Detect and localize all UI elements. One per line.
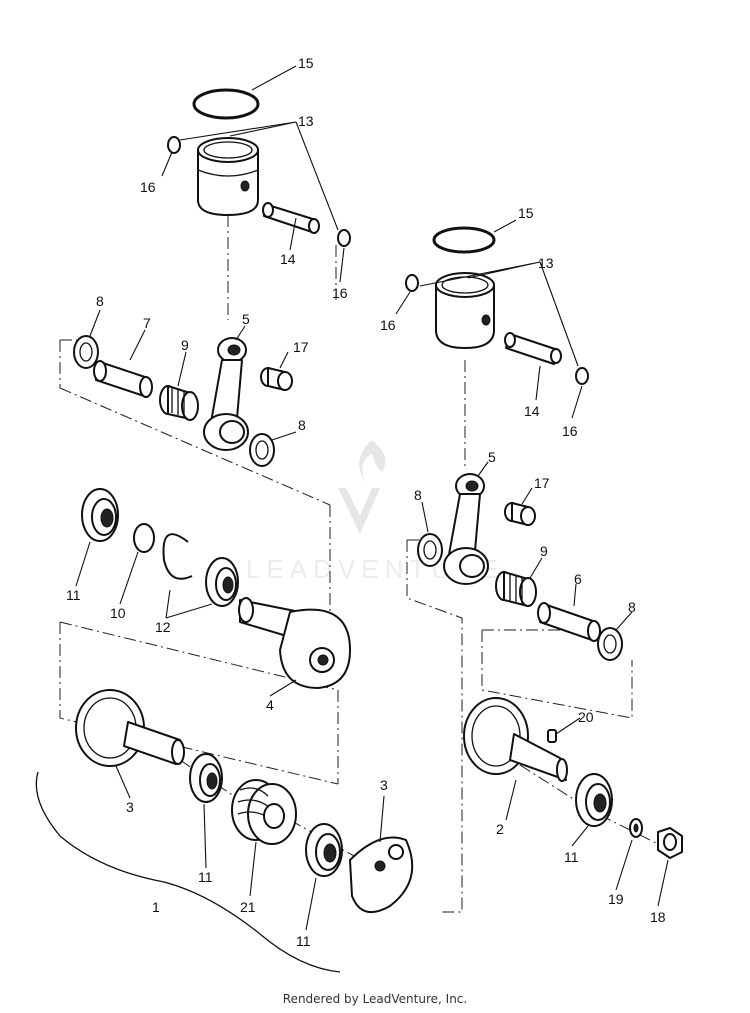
callout-5-right: 5 <box>488 449 496 465</box>
callout-11-right: 11 <box>564 849 579 865</box>
left-crank-half-3b <box>349 836 414 914</box>
callout-3-left-b: 3 <box>380 777 388 793</box>
callout-8-left-a: 8 <box>96 293 104 309</box>
callout-16-left-a: 16 <box>140 179 156 195</box>
left-ring-10 <box>133 523 155 553</box>
callout-20: 20 <box>578 709 594 725</box>
callout-8-left-b: 8 <box>298 417 306 433</box>
watermark-v-icon <box>338 488 380 534</box>
callout-12: 12 <box>155 619 171 635</box>
callout-numbers: 15 13 16 14 16 8 7 5 9 17 8 11 10 12 4 3… <box>66 55 666 949</box>
left-flywheel-3a <box>75 689 185 767</box>
right-nut-18 <box>657 827 683 859</box>
left-piston-clip-b <box>337 229 351 247</box>
left-journal-7 <box>93 360 153 398</box>
callout-7: 7 <box>143 315 151 331</box>
callout-5-left: 5 <box>242 311 250 327</box>
right-seal-8d <box>597 627 623 661</box>
callout-11-left-b: 11 <box>198 869 213 885</box>
callout-2: 2 <box>496 821 504 837</box>
callout-16-left-b: 16 <box>332 285 348 301</box>
left-connecting-rod <box>203 337 249 451</box>
right-bearing-9 <box>495 571 537 607</box>
callout-21: 21 <box>240 899 256 915</box>
right-small-bearing-17 <box>504 502 536 526</box>
left-bearing-11-on-shaft <box>205 557 239 607</box>
right-key-20 <box>547 729 557 743</box>
callout-4: 4 <box>266 697 274 713</box>
callout-15-left: 15 <box>298 55 314 71</box>
left-piston-pin <box>262 202 320 234</box>
right-piston-clip-a <box>405 274 419 292</box>
right-seal-8c <box>417 533 443 567</box>
right-washer-19 <box>629 818 643 838</box>
callout-19: 19 <box>608 891 624 907</box>
callout-15-right: 15 <box>518 205 534 221</box>
left-bearing-9 <box>159 385 199 421</box>
left-snap-ring-12 <box>162 533 193 580</box>
left-seal-8b <box>249 433 275 467</box>
left-center-seal-21 <box>231 779 297 845</box>
right-bearing-11d <box>575 773 613 827</box>
callout-17-right: 17 <box>534 475 550 491</box>
callout-9-right: 9 <box>540 543 548 559</box>
watermark-flame-icon <box>359 440 386 484</box>
assembly-dash-lines <box>59 215 661 913</box>
left-piston <box>197 137 259 216</box>
left-small-bearing-17 <box>260 367 293 391</box>
footer-credit: Rendered by LeadVenture, Inc. <box>282 992 468 1006</box>
callout-6: 6 <box>574 571 582 587</box>
callout-9-left: 9 <box>181 337 189 353</box>
left-crank-half-4 <box>238 597 351 689</box>
callout-10: 10 <box>110 605 126 621</box>
right-piston-pin <box>504 332 562 365</box>
right-piston <box>435 272 495 349</box>
right-piston-clip-b <box>575 367 589 385</box>
callout-17-left: 17 <box>293 339 309 355</box>
group-1-bracket <box>35 771 341 973</box>
right-piston-ring <box>432 226 496 254</box>
callout-13-right: 13 <box>538 255 554 271</box>
right-connecting-rod <box>443 473 489 585</box>
callout-11-left-c: 11 <box>296 933 311 949</box>
left-seal-8a <box>73 335 99 369</box>
callout-16-right-a: 16 <box>380 317 396 333</box>
right-journal-6 <box>537 602 601 642</box>
callout-14-left: 14 <box>280 251 296 267</box>
callout-1: 1 <box>152 899 160 915</box>
left-bearing-11b <box>189 753 223 803</box>
callout-16-right-b: 16 <box>562 423 578 439</box>
callout-11-left-a: 11 <box>66 587 81 603</box>
callout-8-right-b: 8 <box>628 599 636 615</box>
left-bearing-11c <box>305 823 343 877</box>
right-crank-half-2 <box>463 697 568 782</box>
left-bearing-11a <box>81 488 119 542</box>
callout-14-right: 14 <box>524 403 540 419</box>
leader-lines <box>75 65 669 931</box>
callout-8-right-a: 8 <box>414 487 422 503</box>
callout-3-left-a: 3 <box>126 799 134 815</box>
callout-13-left: 13 <box>298 113 314 129</box>
left-piston-clip-a <box>167 136 181 154</box>
left-piston-ring <box>192 88 260 120</box>
callout-18: 18 <box>650 909 666 925</box>
